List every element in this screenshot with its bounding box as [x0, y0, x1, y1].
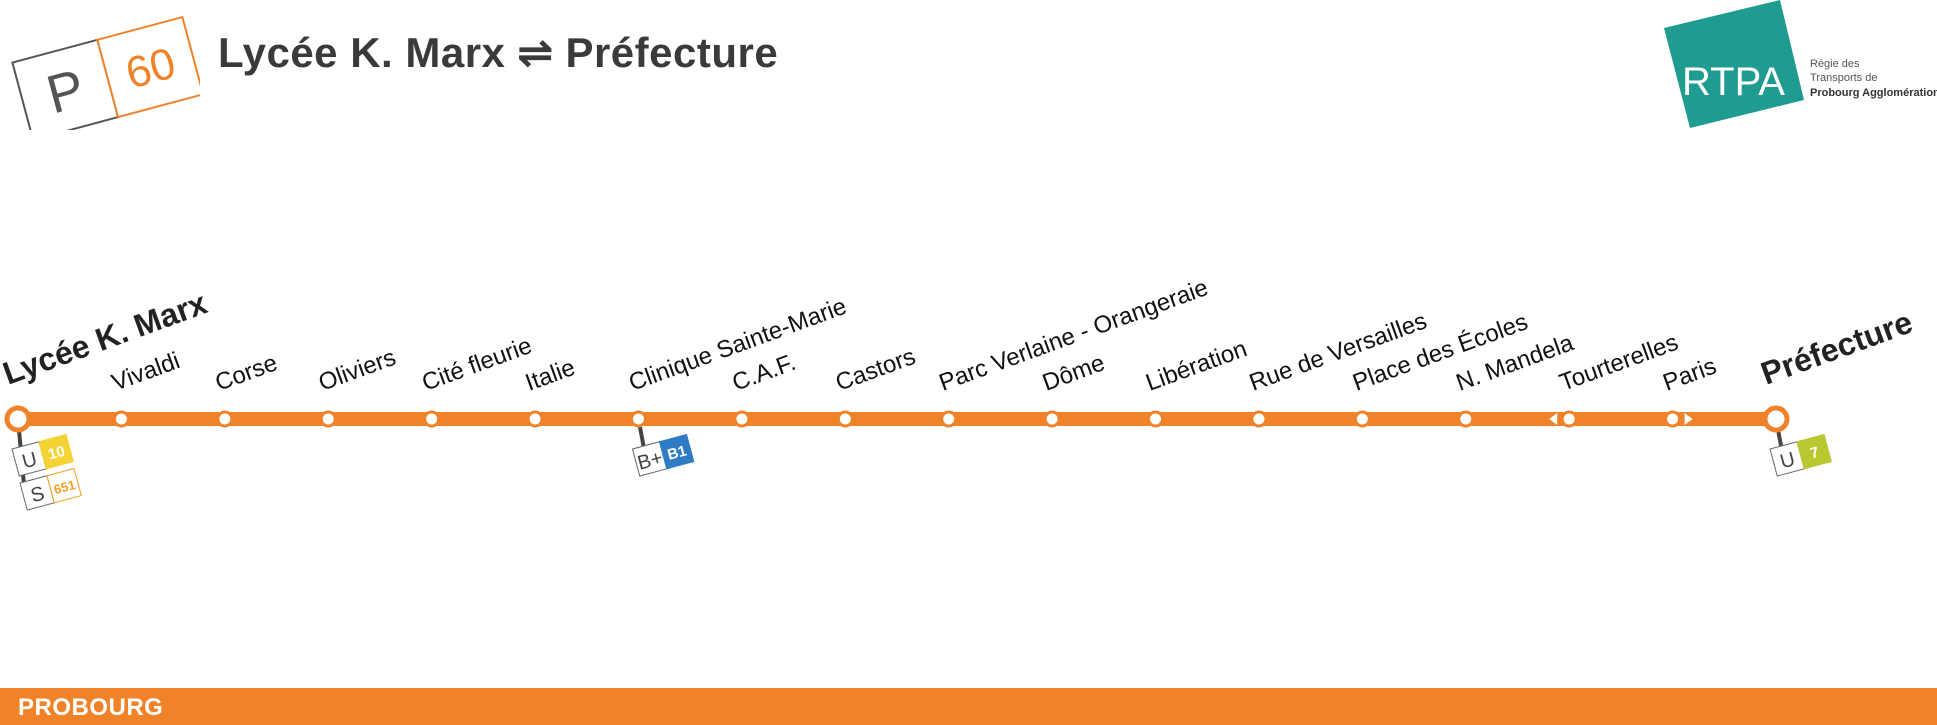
line-badge: P 60: [11, 15, 200, 130]
station-dot: [1250, 410, 1268, 428]
station-dot: [526, 410, 544, 428]
line-label: B1: [666, 442, 689, 463]
station[interactable]: Lycée K. Marx: [0, 284, 212, 433]
station-dot: [1664, 410, 1682, 428]
page-title: Lycée K. Marx ⇌ Préfecture: [218, 29, 779, 76]
station-name: Préfecture: [1756, 304, 1917, 392]
station-name: Lycée K. Marx: [0, 284, 212, 391]
station-dot: [836, 410, 854, 428]
station-dot: [940, 410, 958, 428]
mode-label: U: [1778, 448, 1798, 473]
station-dot: [1762, 405, 1790, 433]
connection-badge[interactable]: U 10: [11, 433, 74, 477]
direction-right-icon: [1684, 413, 1693, 425]
station-name: Libération: [1142, 335, 1250, 396]
station-name: Oliviers: [315, 344, 399, 397]
station-dot: [1353, 410, 1371, 428]
logo-line1: Régie des: [1810, 58, 1860, 70]
connection-group: B+B1: [631, 418, 695, 477]
station-name: Paris: [1659, 353, 1720, 397]
station-dot: [629, 410, 647, 428]
station-dot: [319, 410, 337, 428]
station-dot: [216, 410, 234, 428]
station-dot: [1457, 410, 1475, 428]
line-label: 651: [52, 477, 77, 497]
mode-label: U: [20, 448, 40, 473]
logo-line2: Transports de: [1810, 72, 1877, 84]
station[interactable]: Parc Verlaine - Orangeraie: [936, 274, 1212, 428]
connection-badge[interactable]: B+B1: [631, 433, 695, 477]
footer-bar: PROBOURG: [0, 688, 1937, 725]
station-name: Tourterelles: [1556, 329, 1682, 397]
footer-city: PROBOURG: [18, 694, 164, 721]
station-dot: [1043, 410, 1061, 428]
station[interactable]: Clinique Sainte-Marie: [625, 293, 850, 428]
station-dot: [423, 410, 441, 428]
rtpa-logo: RTPA Régie des Transports de Probourg Ag…: [1664, 0, 1937, 128]
logo-line3: Probourg Agglomération: [1810, 87, 1937, 99]
line-label: 10: [46, 443, 67, 464]
station-name: Castors: [832, 343, 919, 397]
station-dot: [4, 405, 32, 433]
station-name: Corse: [212, 349, 281, 396]
station[interactable]: Préfecture: [1756, 304, 1917, 433]
station-dot: [733, 410, 751, 428]
station-dot: [1147, 410, 1165, 428]
station-name: Italie: [522, 354, 579, 397]
logo-acronym: RTPA: [1682, 60, 1785, 104]
station[interactable]: Cité fleurie: [418, 332, 535, 428]
station-name: Vivaldi: [108, 347, 183, 396]
station-dot: [112, 410, 130, 428]
direction-left-icon: [1549, 413, 1558, 425]
station-name: Cité fleurie: [418, 332, 535, 397]
station-dot: [1560, 410, 1578, 428]
mode-label: S: [28, 482, 47, 507]
